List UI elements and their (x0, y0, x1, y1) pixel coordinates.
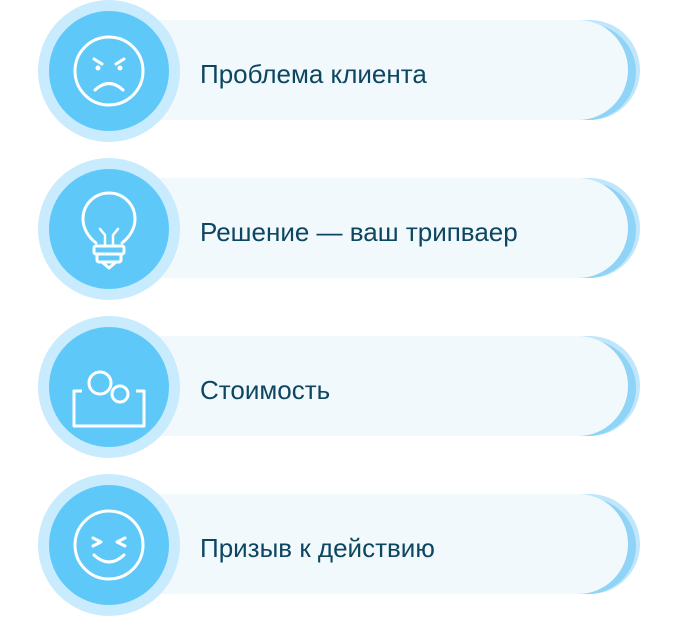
lightbulb-icon (81, 191, 137, 270)
icon-disc (49, 327, 169, 447)
step-label: Решение — ваш трипваер (200, 217, 518, 247)
step-pill (92, 20, 628, 120)
step-call-to-action: Призыв к действию (0, 474, 680, 632)
step-cost: Стоимость (0, 316, 680, 474)
icon-disc (49, 169, 169, 289)
coins-in-tray-icon (72, 370, 146, 428)
step-label: Призыв к действию (200, 533, 435, 563)
step-problem: Проблема клиента (0, 0, 680, 158)
smiling-face-icon (73, 509, 145, 581)
step-pill (92, 178, 628, 278)
step-pill (92, 336, 628, 436)
step-label: Проблема клиента (200, 59, 427, 89)
icon-disc (49, 11, 169, 131)
step-label: Стоимость (200, 375, 331, 405)
icon-disc (49, 485, 169, 605)
step-solution: Решение — ваш трипваер (0, 158, 680, 316)
frowning-face-icon (73, 35, 145, 107)
step-pill (92, 494, 628, 594)
